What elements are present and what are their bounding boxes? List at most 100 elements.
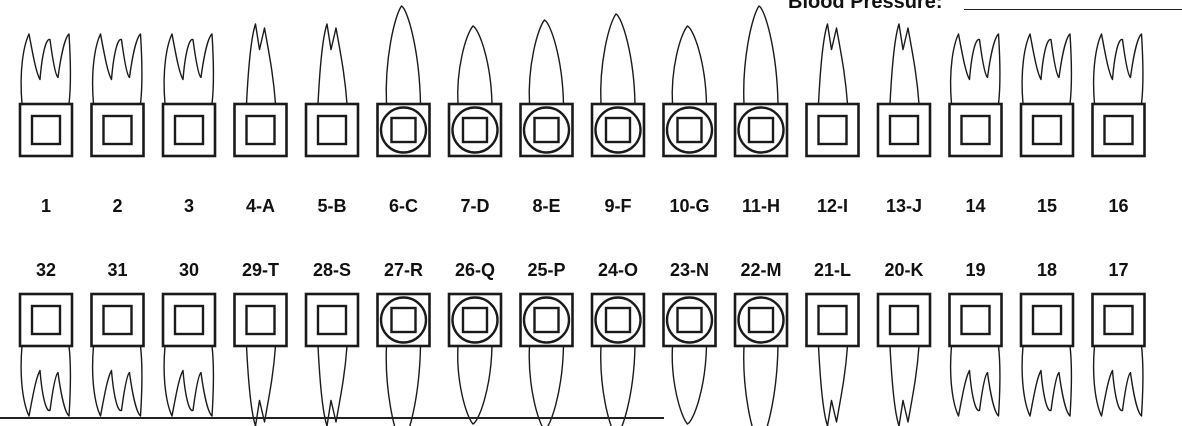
lower-tooth-box-17[interactable] — [1093, 294, 1145, 346]
lower-tooth-box-21-l[interactable] — [807, 294, 859, 346]
upper-tooth-numbers: 1234-A5-B6-C7-D8-E9-F10-G11-H12-I13-J141… — [41, 196, 1129, 216]
lower-tooth-number-27-r: 27-R — [384, 260, 423, 280]
upper-tooth-box-7-d[interactable] — [449, 104, 501, 156]
lower-tooth-number-18: 18 — [1037, 260, 1057, 280]
upper-tooth-number-8-e: 8-E — [532, 196, 560, 216]
upper-tooth-box-14[interactable] — [950, 104, 1002, 156]
lower-tooth-box-27-r[interactable] — [378, 294, 430, 346]
upper-root-14 — [951, 34, 1000, 104]
upper-tooth-box-16[interactable] — [1093, 104, 1145, 156]
lower-tooth-box-20-k[interactable] — [878, 294, 930, 346]
lower-root-30 — [164, 346, 213, 416]
upper-tooth-number-7-d: 7-D — [460, 196, 489, 216]
lower-root-31 — [93, 346, 142, 416]
lower-tooth-number-17: 17 — [1108, 260, 1128, 280]
lower-tooth-box-23-n[interactable] — [664, 294, 716, 346]
lower-tooth-number-22-m: 22-M — [740, 260, 781, 280]
upper-tooth-number-10-g: 10-G — [669, 196, 709, 216]
upper-root-16 — [1094, 34, 1143, 104]
upper-tooth-number-9-f: 9-F — [605, 196, 632, 216]
lower-tooth-number-25-p: 25-P — [527, 260, 565, 280]
lower-tooth-box-25-p[interactable] — [521, 294, 573, 346]
lower-tooth-box-19[interactable] — [950, 294, 1002, 346]
lower-tooth-number-24-o: 24-O — [598, 260, 638, 280]
upper-tooth-number-11-h: 11-H — [742, 196, 780, 216]
upper-root-5-b — [318, 24, 347, 104]
lower-tooth-number-26-q: 26-Q — [455, 260, 495, 280]
lower-tooth-numbers: 32313029-T28-S27-R26-Q25-P24-O23-N22-M21… — [36, 260, 1129, 280]
upper-tooth-box-2[interactable] — [92, 104, 144, 156]
upper-tooth-box-11-h[interactable] — [735, 104, 787, 156]
upper-tooth-box-1[interactable] — [20, 104, 72, 156]
lower-tooth-number-19: 19 — [965, 260, 985, 280]
lower-root-20-k — [890, 346, 919, 426]
upper-root-13-j — [890, 24, 919, 104]
upper-tooth-number-16: 16 — [1108, 196, 1128, 216]
lower-tooth-number-30: 30 — [179, 260, 199, 280]
lower-tooth-number-29-t: 29-T — [242, 260, 279, 280]
upper-tooth-number-1: 1 — [41, 196, 51, 216]
upper-tooth-number-5-b: 5-B — [317, 196, 346, 216]
upper-root-1 — [21, 34, 70, 104]
upper-tooth-number-3: 3 — [184, 196, 194, 216]
upper-root-9-f — [601, 14, 635, 104]
lower-root-29-t — [247, 346, 276, 426]
lower-tooth-box-18[interactable] — [1021, 294, 1073, 346]
upper-tooth-number-2: 2 — [112, 196, 122, 216]
upper-root-4-a — [247, 24, 276, 104]
bottom-rule — [0, 417, 664, 419]
upper-root-10-g — [672, 26, 706, 104]
upper-root-3 — [164, 34, 213, 104]
lower-tooth-number-28-s: 28-S — [313, 260, 351, 280]
upper-root-11-h — [744, 6, 778, 104]
upper-tooth-box-5-b[interactable] — [306, 104, 358, 156]
upper-root-2 — [93, 34, 142, 104]
upper-tooth-number-12-i: 12-I — [817, 196, 848, 216]
lower-root-21-l — [819, 346, 848, 426]
upper-tooth-box-10-g[interactable] — [664, 104, 716, 156]
lower-tooth-number-23-n: 23-N — [670, 260, 709, 280]
upper-tooth-box-13-j[interactable] — [878, 104, 930, 156]
lower-root-17 — [1094, 346, 1143, 416]
lower-root-19 — [951, 346, 1000, 416]
upper-root-6-c — [386, 6, 420, 104]
lower-tooth-box-24-o[interactable] — [592, 294, 644, 346]
lower-tooth-boxes — [20, 294, 1145, 346]
lower-tooth-box-26-q[interactable] — [449, 294, 501, 346]
lower-root-23-n — [672, 346, 706, 424]
upper-tooth-box-15[interactable] — [1021, 104, 1073, 156]
lower-root-26-q — [458, 346, 492, 424]
upper-tooth-box-12-i[interactable] — [807, 104, 859, 156]
lower-tooth-number-31: 31 — [107, 260, 127, 280]
upper-tooth-box-4-a[interactable] — [235, 104, 287, 156]
upper-root-8-e — [529, 20, 563, 104]
upper-tooth-number-13-j: 13-J — [886, 196, 922, 216]
upper-root-12-i — [819, 24, 848, 104]
lower-root-27-r — [386, 346, 420, 426]
lower-tooth-number-20-k: 20-K — [884, 260, 923, 280]
lower-tooth-box-31[interactable] — [92, 294, 144, 346]
upper-roots — [21, 6, 1143, 104]
upper-tooth-box-6-c[interactable] — [378, 104, 430, 156]
lower-tooth-number-32: 32 — [36, 260, 56, 280]
lower-root-28-s — [318, 346, 347, 426]
lower-root-24-o — [601, 346, 635, 426]
upper-tooth-boxes — [20, 104, 1145, 156]
lower-root-18 — [1022, 346, 1071, 416]
lower-tooth-box-29-t[interactable] — [235, 294, 287, 346]
upper-root-7-d — [458, 26, 492, 104]
lower-root-32 — [21, 346, 70, 416]
upper-tooth-number-4-a: 4-A — [246, 196, 275, 216]
upper-tooth-box-3[interactable] — [163, 104, 215, 156]
lower-tooth-box-32[interactable] — [20, 294, 72, 346]
upper-tooth-box-9-f[interactable] — [592, 104, 644, 156]
lower-tooth-box-22-m[interactable] — [735, 294, 787, 346]
lower-root-25-p — [529, 346, 563, 426]
lower-tooth-box-30[interactable] — [163, 294, 215, 346]
upper-tooth-number-6-c: 6-C — [389, 196, 418, 216]
lower-root-22-m — [744, 346, 778, 426]
upper-tooth-number-15: 15 — [1037, 196, 1057, 216]
lower-tooth-box-28-s[interactable] — [306, 294, 358, 346]
upper-tooth-box-8-e[interactable] — [521, 104, 573, 156]
